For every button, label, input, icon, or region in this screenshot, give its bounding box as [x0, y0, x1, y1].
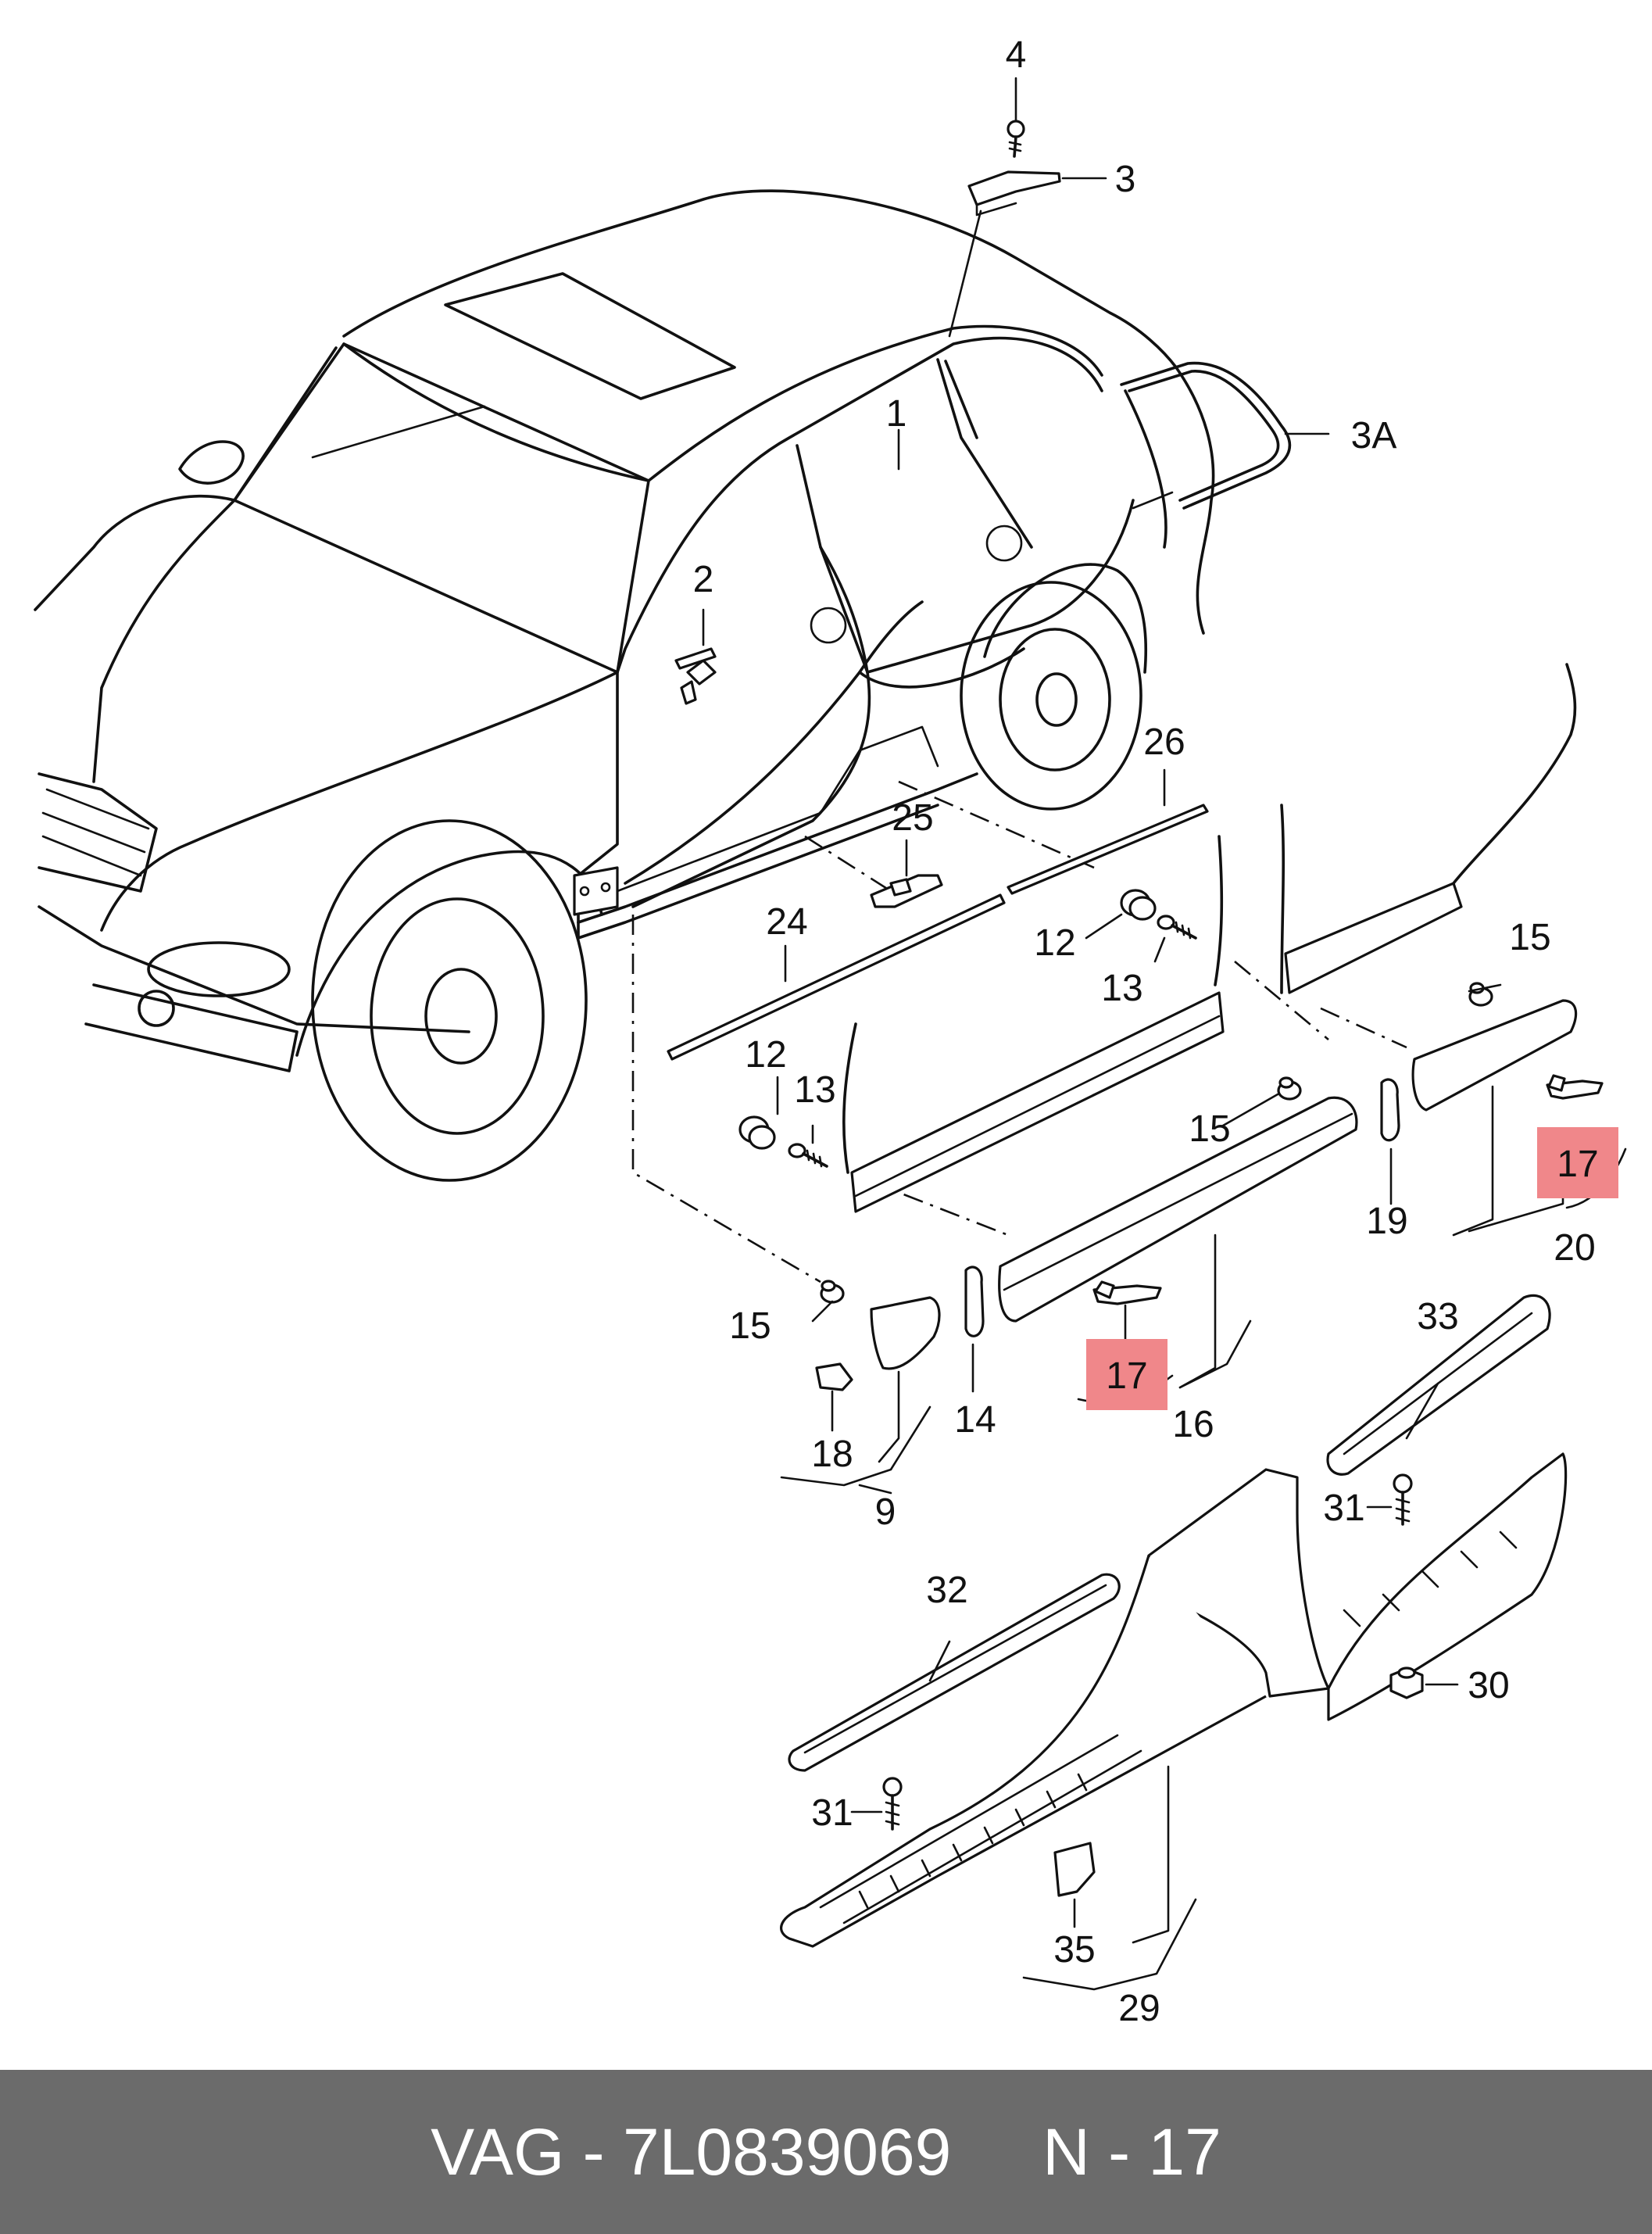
grommet-12-upper — [1120, 889, 1157, 921]
strip-26 — [1007, 804, 1209, 895]
callout-31-upper: 31 — [1323, 1488, 1364, 1529]
door-moulding-rear — [1284, 882, 1463, 994]
callout-1: 1 — [886, 393, 907, 435]
screw-icon — [1007, 120, 1025, 158]
clip-35 — [1053, 1842, 1096, 1897]
trim-14 — [964, 1266, 985, 1337]
callout-13-upper: 13 — [1101, 968, 1142, 1009]
vehicle-outline — [34, 189, 1292, 1182]
clip-17-upper — [1546, 1074, 1604, 1100]
clip-15-left — [820, 1280, 845, 1304]
trim-19 — [1380, 1078, 1400, 1142]
clip-2 — [674, 647, 717, 705]
parts — [667, 120, 1604, 1948]
bolt-13-lower — [788, 1143, 828, 1168]
callout-3a: 3A — [1351, 415, 1397, 456]
callout-labels: 4 3 3A 1 2 26 25 24 12 13 12 13 15 15 15… — [693, 34, 1599, 2029]
screw-31-upper — [1393, 1473, 1413, 1526]
moulding-16 — [998, 1096, 1358, 1323]
flap-9 — [870, 1296, 941, 1370]
nut-30 — [1389, 1667, 1424, 1699]
callout-2: 2 — [693, 559, 714, 600]
strip-24 — [667, 893, 1006, 1061]
callout-35: 35 — [1053, 1929, 1095, 1971]
callout-33: 33 — [1417, 1296, 1458, 1337]
reference-lines — [631, 780, 1407, 1283]
clip-15-mid — [1277, 1076, 1302, 1101]
callout-15-left: 15 — [729, 1305, 771, 1347]
callout-4: 4 — [1006, 34, 1027, 76]
callout-9: 9 — [875, 1491, 896, 1533]
callout-12-upper: 12 — [1034, 922, 1075, 964]
callout-15-mid: 15 — [1189, 1108, 1230, 1150]
callout-12-lower: 12 — [745, 1034, 786, 1076]
callout-18: 18 — [811, 1434, 853, 1475]
bolt-13-upper — [1157, 915, 1197, 940]
callout-31-lower: 31 — [811, 1792, 853, 1834]
callout-3: 3 — [1115, 159, 1136, 200]
callout-20: 20 — [1554, 1227, 1595, 1269]
parts-diagram: 4 3 3A 1 2 26 25 24 12 13 12 13 15 15 15… — [34, 34, 1627, 2029]
bracket-3 — [967, 170, 1061, 206]
callout-25: 25 — [892, 797, 933, 839]
callout-29: 29 — [1118, 1988, 1160, 2029]
moulding-20 — [1411, 999, 1578, 1112]
callout-17-upper: 17 — [1557, 1144, 1598, 1185]
grommet-12-lower — [738, 1115, 776, 1150]
callout-16: 16 — [1172, 1404, 1214, 1445]
clip-15-right — [1468, 982, 1493, 1007]
sill-cover-29 — [780, 1452, 1568, 1948]
highlight-box-17-upper — [1537, 1127, 1618, 1198]
callout-30: 30 — [1468, 1665, 1509, 1706]
callout-24: 24 — [766, 901, 807, 943]
door-moulding-front — [850, 991, 1225, 1213]
callout-14: 14 — [954, 1399, 996, 1441]
callout-26: 26 — [1143, 721, 1185, 763]
footer-text: VAG - 7L0839069 N - 17 — [431, 2114, 1221, 2189]
part-number-footer: VAG - 7L0839069 N - 17 — [0, 2070, 1652, 2234]
clip-25 — [870, 874, 943, 908]
screw-31-lower — [882, 1777, 903, 1831]
clip-18 — [815, 1362, 853, 1391]
callout-15-right: 15 — [1509, 917, 1550, 958]
highlight-box-17-lower — [1086, 1339, 1167, 1410]
callout-13-lower: 13 — [794, 1069, 835, 1111]
callout-32: 32 — [926, 1570, 967, 1611]
clip-17-lower — [1092, 1280, 1162, 1305]
callout-17-lower: 17 — [1106, 1355, 1147, 1397]
callout-19: 19 — [1366, 1201, 1407, 1242]
